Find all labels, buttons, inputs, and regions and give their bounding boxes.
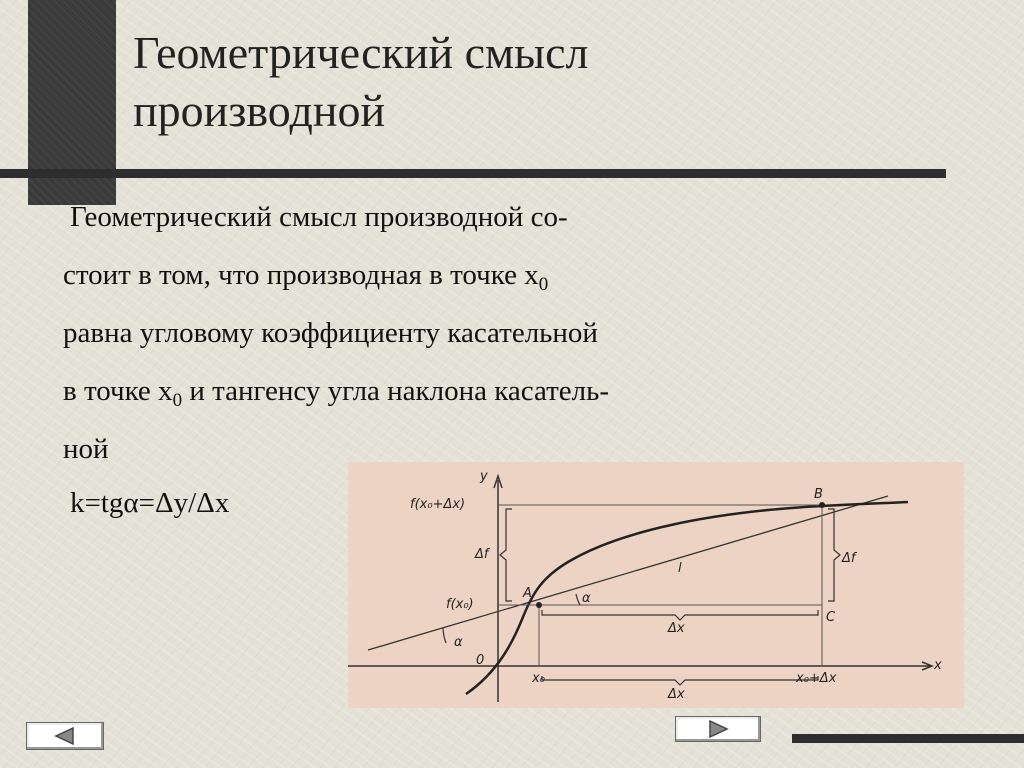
label-dx-mid: Δx <box>667 621 685 636</box>
body-line-2-text: стоит в том, что производная в точке x <box>63 259 539 291</box>
body-line-4: в точке x0 и тангенсу угла наклона касат… <box>63 362 823 420</box>
brace-df-left <box>499 508 512 602</box>
label-dx-bottom: Δx <box>667 687 685 702</box>
body-line-5: ной <box>63 433 109 465</box>
y-axis-label: y <box>479 469 488 484</box>
body-line-1: Геометрический смысл производной со- <box>70 201 568 233</box>
label-alpha-A: α <box>582 591 591 606</box>
label-x0-plus-dx: x₀+Δx <box>795 671 837 686</box>
label-C: C <box>826 610 836 625</box>
label-df-right: Δf <box>841 551 858 566</box>
label-x0: x₀ <box>531 671 546 686</box>
body-line-4-text-end: и тангенсу угла наклона касатель- <box>182 375 610 407</box>
label-B: B <box>814 487 823 502</box>
body-line-4-subscript: 0 <box>172 390 183 411</box>
y-axis-arrow-icon <box>493 473 503 489</box>
label-f-x0: f(x₀) <box>446 597 474 612</box>
label-f-x0-plus-dx: f(x₀+Δx) <box>410 497 465 512</box>
label-A: A <box>522 586 532 601</box>
angle-arc-A <box>575 593 581 606</box>
derivative-formula: k=tgα=Δy/Δx <box>70 487 230 519</box>
slide-title-line-2: производной <box>133 85 386 136</box>
body-line-2: стоит в том, что производная в точке x0 <box>63 246 823 304</box>
body-line-2-subscript: 0 <box>538 274 549 295</box>
next-slide-button[interactable] <box>675 716 761 742</box>
derivative-graph-svg: y x 0 f(x₀+Δx) f(x₀) A B C l α α Δf Δf <box>348 469 942 702</box>
slide-body-text: Геометрический смысл производной со- сто… <box>63 188 823 478</box>
angle-arc-axis <box>442 627 447 644</box>
title-divider-bar <box>0 169 946 178</box>
label-l: l <box>678 561 682 576</box>
secant-line-l <box>367 495 889 651</box>
point-A <box>536 602 542 608</box>
point-B <box>819 502 825 508</box>
label-alpha-axis: α <box>454 635 463 650</box>
brace-dx-mid <box>541 610 819 621</box>
slide-title: Геометрический смысл производной <box>133 24 933 140</box>
slide-title-line-1: Геометрический смысл <box>133 27 589 78</box>
function-curve <box>465 500 909 696</box>
body-line-4-text: в точке x <box>63 375 173 407</box>
derivative-graph-figure: y x 0 f(x₀+Δx) f(x₀) A B C l α α Δf Δf <box>348 462 964 708</box>
x-axis-arrow-icon <box>921 661 935 671</box>
label-df-left: Δf <box>474 547 491 562</box>
previous-slide-button[interactable] <box>26 722 104 750</box>
brace-dx-bottom <box>541 676 819 686</box>
triangle-left-icon <box>54 726 74 746</box>
origin-label: 0 <box>476 653 484 668</box>
triangle-right-icon <box>709 719 729 739</box>
brace-df-right <box>828 508 841 602</box>
body-line-3: равна угловому коэффициенту касательной <box>63 317 598 349</box>
footer-divider-bar <box>792 734 1024 743</box>
x-axis-label: x <box>933 658 942 673</box>
